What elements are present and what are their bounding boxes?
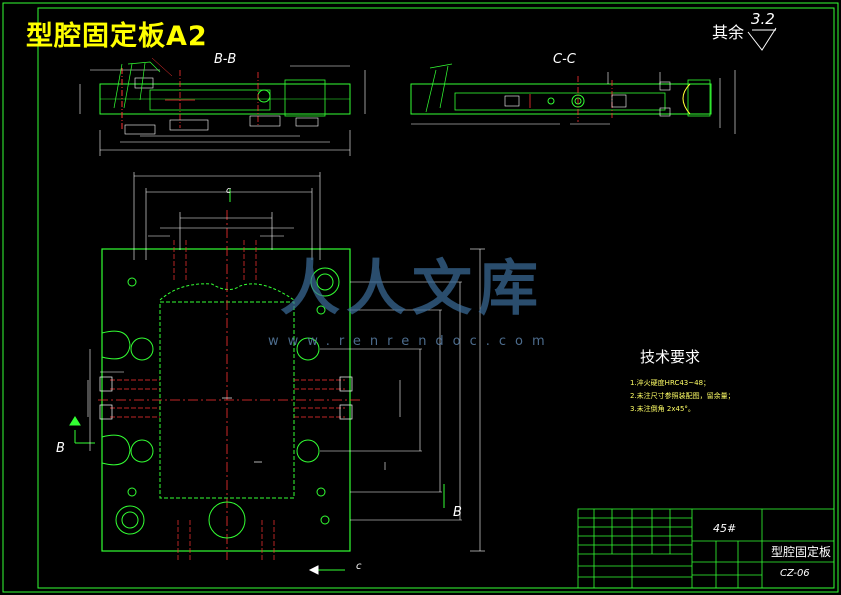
- title-block-drawing-no: CZ-06: [780, 568, 810, 579]
- view-marker-c-top: c: [226, 186, 231, 196]
- roughness-value: 3.2: [751, 10, 775, 28]
- title-block-part-name: 型腔固定板: [771, 545, 832, 559]
- watermark-logo: 人人文库: [280, 254, 544, 324]
- title-block-material: 45#: [713, 522, 737, 535]
- roughness-symbol: [747, 27, 777, 51]
- dimension-lines: [87, 172, 485, 552]
- tech-requirements-title: 技术要求: [640, 348, 701, 366]
- title-block: [577, 508, 835, 589]
- main-plan-view: [98, 210, 360, 560]
- drawing-title: 型腔固定板A2: [26, 21, 208, 52]
- view-marker-b-right: B: [453, 505, 462, 520]
- view-marker-c-bottom: c: [356, 561, 362, 572]
- roughness-label: 其余: [712, 23, 745, 42]
- view-marker-b-left: B: [56, 441, 65, 456]
- tech-note-3: 3.未注倒角 2x45°。: [630, 405, 695, 413]
- tech-note-2: 2.未注尺寸参照装配图，留余量；: [630, 392, 735, 400]
- section-cc-view: [410, 63, 736, 134]
- section-cc-label: C-C: [553, 52, 576, 67]
- inner-border: [37, 7, 835, 589]
- section-bb-view: [79, 57, 366, 156]
- section-bb-label: B-B: [214, 52, 237, 67]
- watermark-url: www.renrendoc.com: [268, 334, 554, 349]
- section-cut-markers: [69, 189, 445, 575]
- tech-note-1: 1.淬火硬度HRC43~48；: [630, 379, 711, 387]
